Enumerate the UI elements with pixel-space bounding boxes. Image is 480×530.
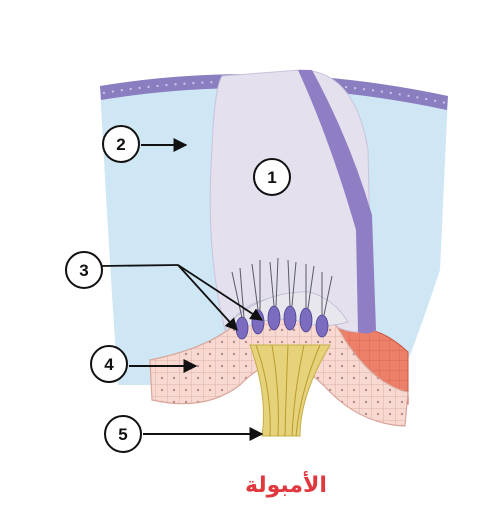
diagram-caption: الأمبولة <box>245 470 327 498</box>
nerve-bundle <box>249 344 331 437</box>
label-4: 4 <box>90 345 198 383</box>
cupula-band <box>298 70 376 334</box>
nerve-fibers <box>255 344 321 437</box>
top-membrane <box>100 74 448 110</box>
arrow-3b <box>177 264 264 321</box>
label-1: 1 <box>253 158 291 196</box>
label-1-text: 1 <box>267 168 276 187</box>
label-4-text: 4 <box>104 355 114 374</box>
arrow-3a <box>177 264 238 331</box>
label-3-text: 3 <box>79 261 88 280</box>
label-5: 5 <box>104 415 264 453</box>
leader-3 <box>101 264 179 267</box>
stereocilia <box>231 257 333 319</box>
label-3: 3 <box>65 251 264 331</box>
top-membrane-cells <box>102 80 447 104</box>
label-2-text: 2 <box>116 135 125 154</box>
label-2: 2 <box>102 125 188 163</box>
label-5-text: 5 <box>118 425 127 444</box>
